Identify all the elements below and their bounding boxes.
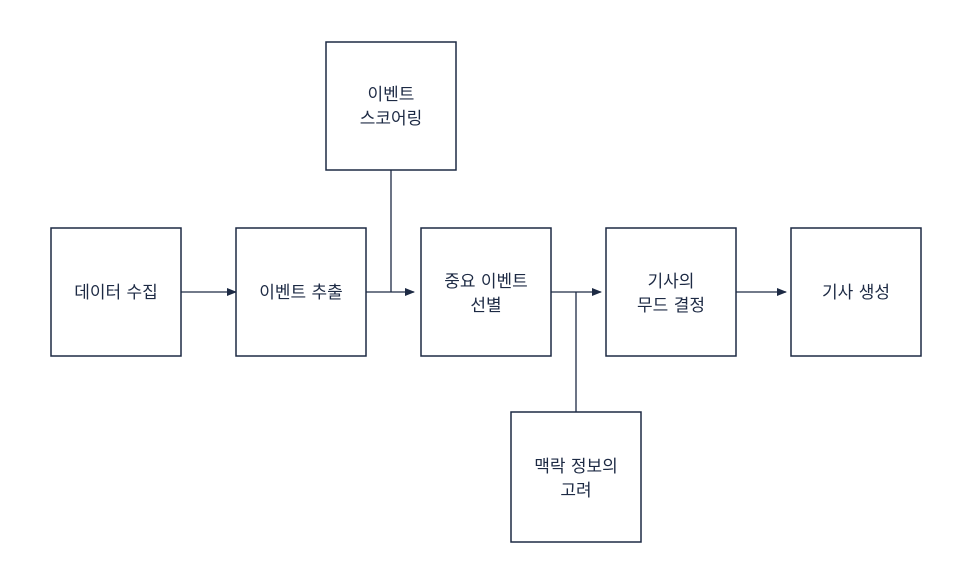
node-label-line-1: 이벤트 [368, 85, 415, 105]
node-box [420, 227, 552, 357]
node-box [790, 227, 922, 357]
node-label-line-2: 고려 [560, 481, 591, 501]
node-context-consideration: 맥락 정보의 고려 [510, 411, 642, 543]
node-article-generation: 기사 생성 [790, 227, 922, 357]
node-label-line-1: 기사의 [648, 272, 695, 292]
connectors [181, 170, 787, 412]
node-box [510, 411, 642, 543]
node-label-line-2: 선별 [470, 296, 501, 316]
node-event-extraction: 이벤트 추출 [235, 227, 367, 357]
node-mood-decision: 기사의 무드 결정 [605, 227, 737, 357]
node-event-scoring: 이벤트 스코어링 [325, 41, 457, 171]
node-label: 이벤트 추출 [259, 283, 343, 303]
node-label-line-1: 맥락 정보의 [534, 457, 618, 477]
node-box [50, 227, 182, 357]
node-box [605, 227, 737, 357]
node-label-line-2: 스코어링 [360, 109, 423, 129]
node-label: 데이터 수집 [74, 283, 158, 303]
node-label-line-2: 무드 결정 [637, 296, 705, 316]
node-box [325, 41, 457, 171]
node-box [235, 227, 367, 357]
node-label: 기사 생성 [822, 283, 890, 303]
node-data-collection: 데이터 수집 [50, 227, 182, 357]
node-key-event-selection: 중요 이벤트 선별 [420, 227, 552, 357]
node-label-line-1: 중요 이벤트 [444, 272, 528, 292]
